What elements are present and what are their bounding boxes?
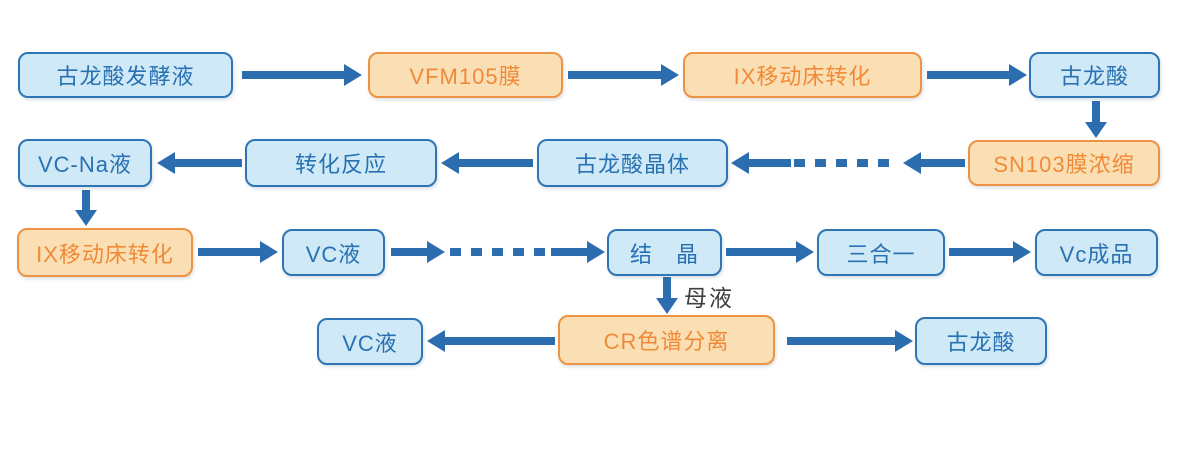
arrow-fermentation-to-vfm105 <box>242 64 362 86</box>
mother-liquor-label: 母液 <box>684 285 734 311</box>
arrow-head-icon <box>895 330 913 352</box>
arrow-ix2-to-vc1 <box>198 241 278 263</box>
arrow-cr-to-vc2 <box>427 330 555 352</box>
node-crystallization: 结 晶 <box>607 229 722 276</box>
arrow-shaft <box>918 159 965 167</box>
arrow-shaft <box>568 71 664 79</box>
arrow-shaft <box>456 159 533 167</box>
arrow-head-icon <box>344 64 362 86</box>
node-vc-product: Vc成品 <box>1035 229 1158 276</box>
arrow-conversion-to-vcna <box>157 152 242 174</box>
arrow-head-icon <box>157 152 175 174</box>
arrow-shaft <box>242 71 347 79</box>
node-vc-liquid-2: VC液 <box>317 318 423 365</box>
arrow-head-icon <box>427 241 445 263</box>
dashed-line-sn103-to-crystal <box>794 159 894 167</box>
node-gulonic-acid-2: 古龙酸 <box>915 317 1047 365</box>
arrow-crystal-to-conversion <box>441 152 533 174</box>
arrow-crystallization-to-threeinone <box>726 241 814 263</box>
arrow-cr-to-gulonic2 <box>787 330 913 352</box>
arrow-vc1-dashed-start <box>391 241 445 263</box>
node-sn103-membrane: SN103膜浓缩 <box>968 140 1160 186</box>
arrow-dashed-to-crystal <box>731 152 791 174</box>
arrow-head-icon <box>75 210 97 226</box>
arrow-head-icon <box>656 298 678 314</box>
arrow-head-icon <box>1085 122 1107 138</box>
arrow-shaft <box>746 159 791 167</box>
arrow-head-icon <box>441 152 459 174</box>
arrow-head-icon <box>661 64 679 86</box>
arrow-vfm105-to-ix1 <box>568 64 679 86</box>
arrow-ix1-to-gulonic1 <box>927 64 1027 86</box>
arrow-head-icon <box>1009 64 1027 86</box>
node-vc-liquid-1: VC液 <box>282 229 385 276</box>
arrow-head-icon <box>731 152 749 174</box>
node-ix-moving-bed-2: IX移动床转化 <box>17 228 193 277</box>
arrow-head-icon <box>427 330 445 352</box>
arrow-vcna-to-ix2 <box>75 190 97 226</box>
arrow-shaft <box>442 337 555 345</box>
node-gulonic-acid-1: 古龙酸 <box>1029 52 1160 98</box>
arrow-crystallization-to-cr <box>656 277 678 314</box>
arrow-shaft <box>663 277 671 301</box>
node-cr-chromatography: CR色谱分离 <box>558 315 775 365</box>
node-gulonic-acid-crystal: 古龙酸晶体 <box>537 139 728 187</box>
arrow-shaft <box>787 337 898 345</box>
node-vfm105-membrane: VFM105膜 <box>368 52 563 98</box>
arrow-sn103-dashed-start <box>903 152 965 174</box>
node-conversion-reaction: 转化反应 <box>245 139 437 187</box>
arrow-shaft <box>1092 101 1100 125</box>
arrow-head-icon <box>587 241 605 263</box>
arrow-head-icon <box>260 241 278 263</box>
arrow-shaft <box>198 248 263 256</box>
arrow-head-icon <box>1013 241 1031 263</box>
dashed-line-vc1-to-crystallization <box>450 248 547 256</box>
node-fermentation-broth: 古龙酸发酵液 <box>18 52 233 98</box>
arrow-shaft <box>172 159 242 167</box>
arrow-threeinone-to-vcproduct <box>949 241 1031 263</box>
arrow-shaft <box>949 248 1016 256</box>
node-three-in-one: 三合一 <box>817 229 945 276</box>
arrow-head-icon <box>796 241 814 263</box>
arrow-shaft <box>551 248 590 256</box>
arrow-shaft <box>726 248 799 256</box>
arrow-dashed-to-crystallization <box>551 241 605 263</box>
arrow-gulonic1-to-sn103 <box>1085 101 1107 138</box>
arrow-shaft <box>927 71 1012 79</box>
arrow-shaft <box>82 190 90 213</box>
arrow-head-icon <box>903 152 921 174</box>
node-vc-na-liquid: VC-Na液 <box>18 139 152 187</box>
arrow-shaft <box>391 248 430 256</box>
node-ix-moving-bed-1: IX移动床转化 <box>683 52 922 98</box>
